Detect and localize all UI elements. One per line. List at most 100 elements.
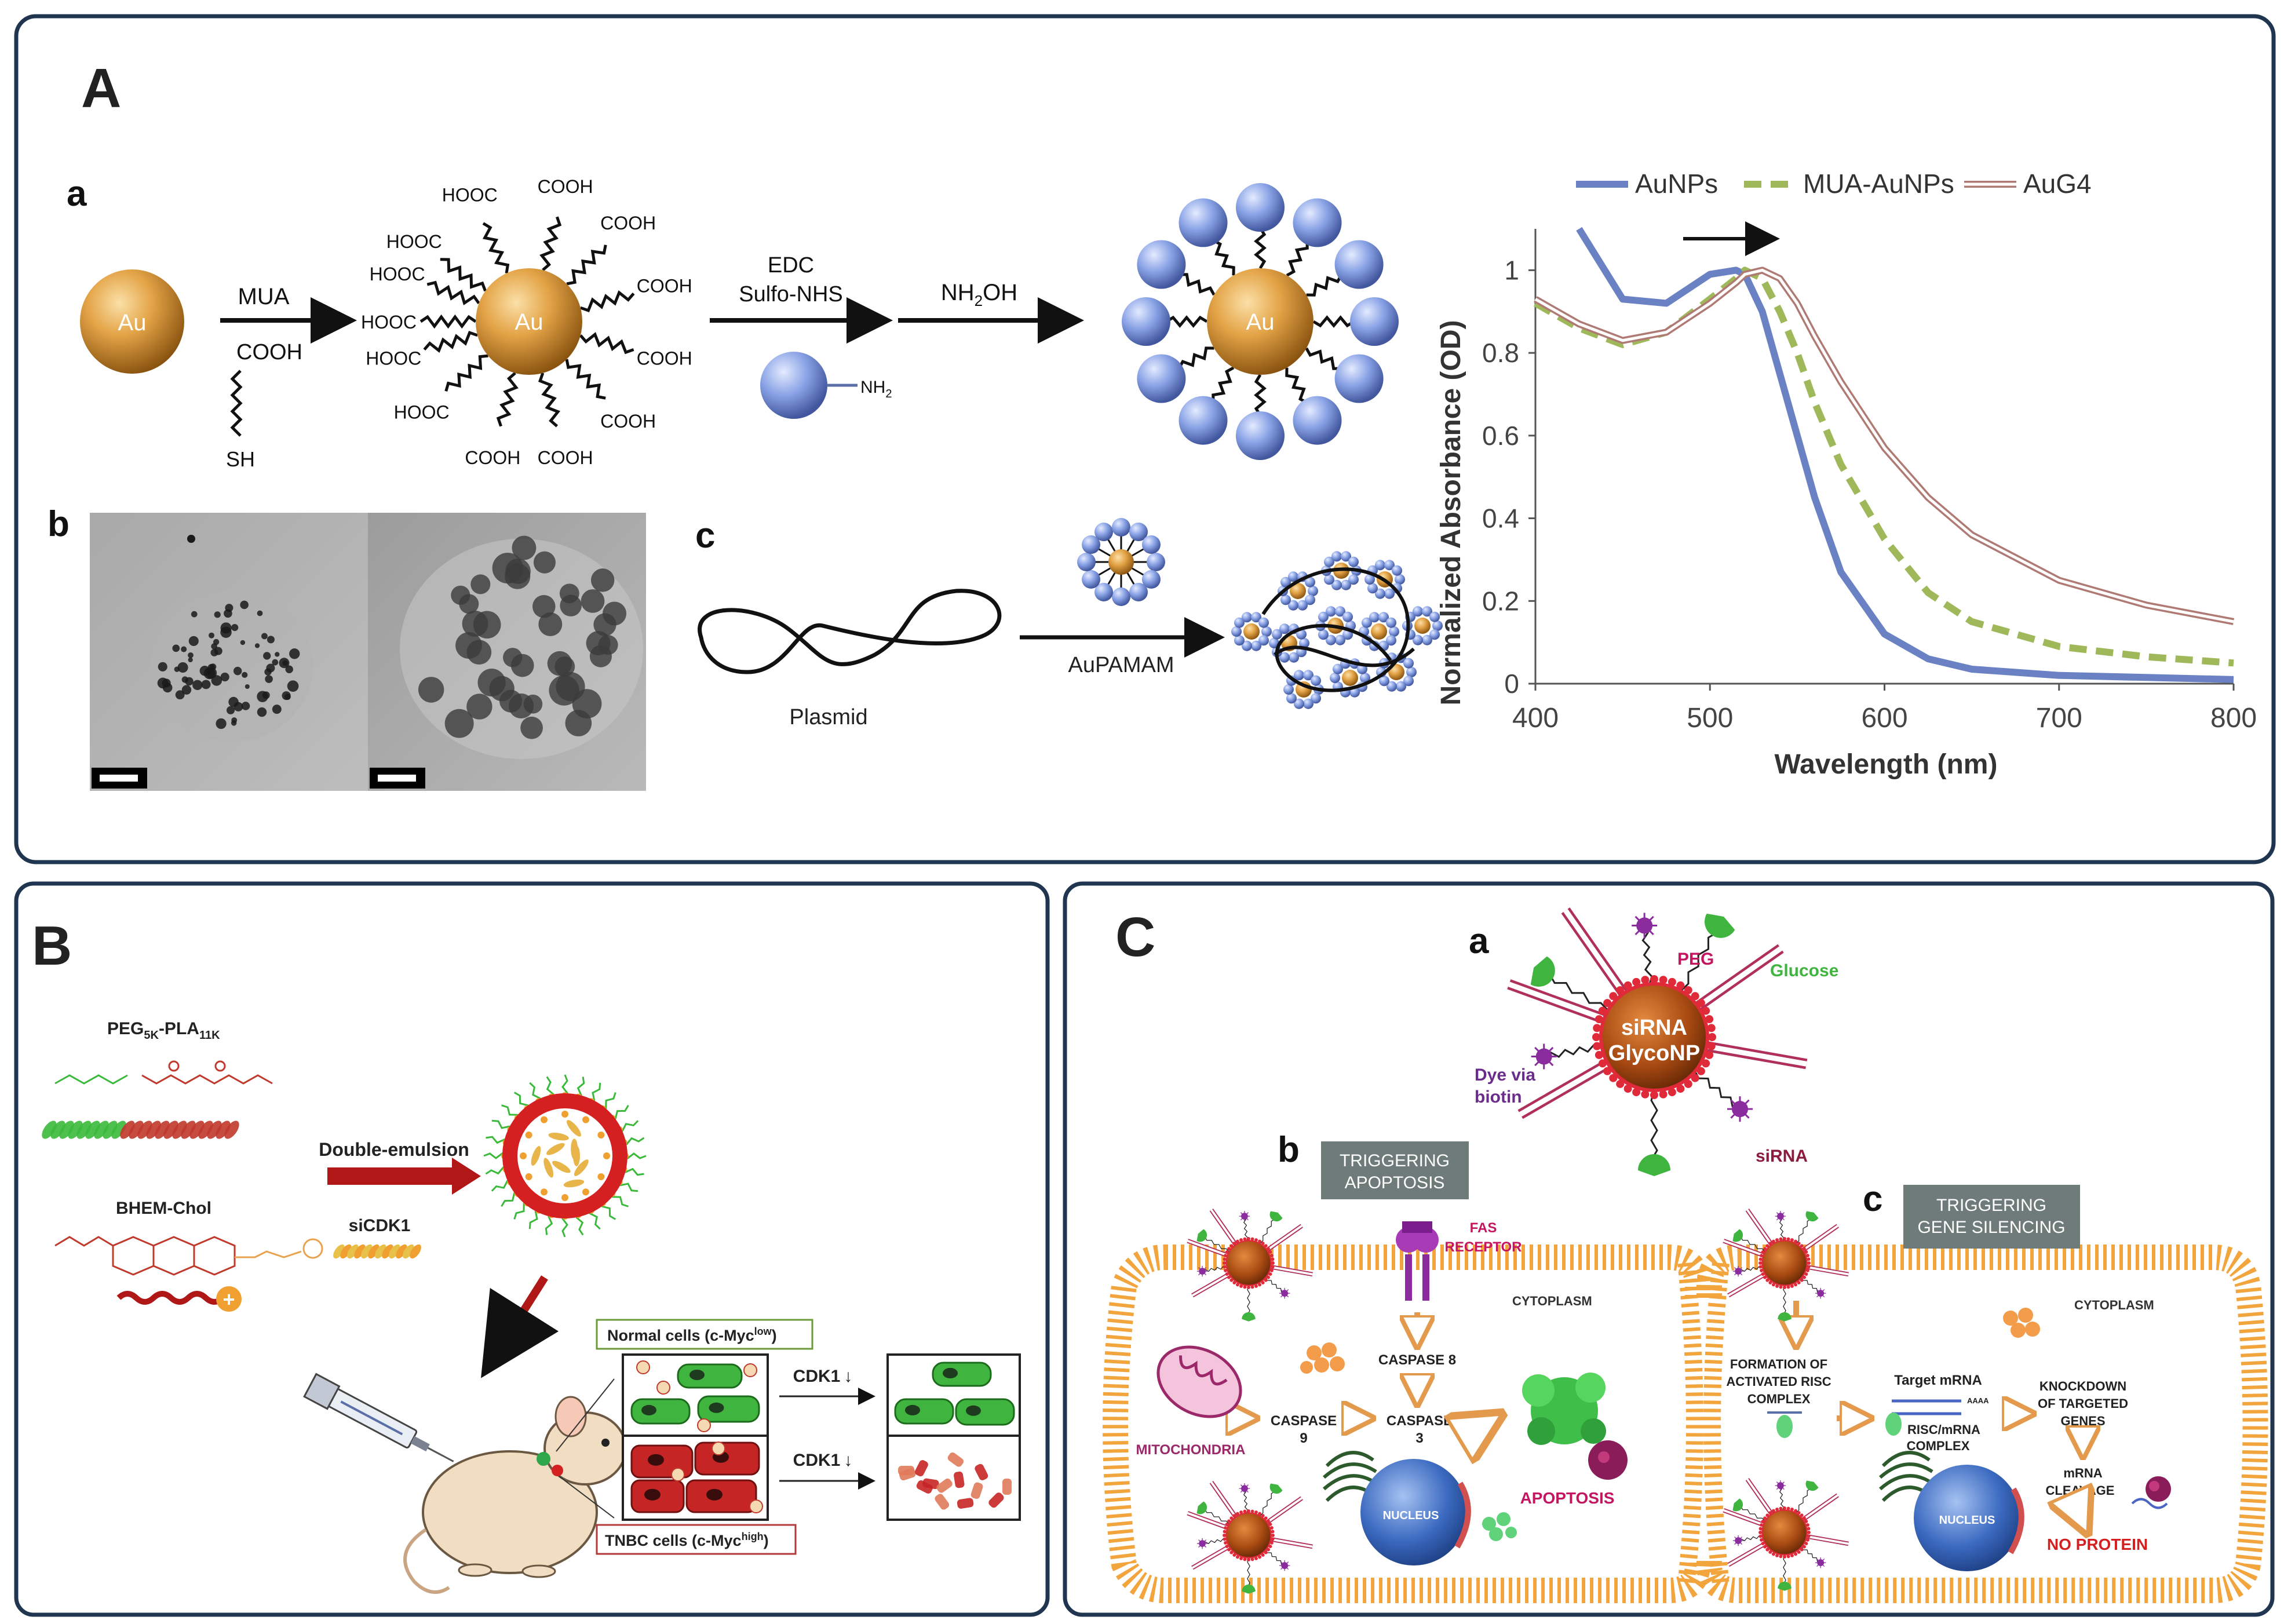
sub-panel-Cb-letter: b [1278,1130,1300,1170]
sub-panel-Cc-letter: c [1863,1179,1882,1219]
nh2oh-label: NH2OH [941,280,1017,309]
sub-panel-Ca-letter: a [1469,921,1489,961]
knockdown-label-1: KNOCKDOWN [2039,1379,2126,1393]
dendrimer-sphere [1122,297,1170,346]
series-mua-aunps [1534,267,2234,667]
carboxyl-label: HOOC [394,402,450,423]
bhem-chol-structure [54,1236,323,1276]
sub-panel-a-letter: a [67,174,87,214]
granule-cluster-left [1300,1342,1345,1374]
injection-arrow [481,1275,559,1378]
chart-y-label: Normalized Absorbance (OD) [1436,320,1466,706]
y-tick-label: 0 [1504,669,1519,699]
carboxyl-label: COOH [637,348,692,369]
fas-label-1: FAS [1470,1220,1497,1236]
glyconp-sirna-label: siRNA [1756,1147,1808,1166]
cytoplasm-label-left: CYTOPLASM [1512,1294,1592,1308]
cdk1-label-tnbc: CDK1↓ [793,1451,853,1470]
apoptosis-title-box [1321,1141,1469,1199]
y-tick-label: 0.6 [1482,421,1519,451]
mua-ligand [579,332,634,355]
panel-A-letter: A [81,57,121,119]
risc-label-2: ACTIVATED RISC [1726,1374,1831,1389]
caspase3-label-2: 3 [1415,1430,1423,1446]
risc-complex-icon [1767,1411,1802,1438]
x-tick-label: 800 [2210,703,2257,733]
normal-cells-cluster [630,1360,760,1432]
carboxyl-label: HOOC [370,264,425,284]
mua-ligand [539,216,562,272]
nucleus-left-icon [1360,1459,1471,1565]
sub-panel-b-letter: b [48,504,70,544]
glyconp-label-1: siRNA [1621,1016,1687,1040]
plasmid-label: Plasmid [789,705,867,729]
gene-silencing-title-1: TRIGGERING [1936,1196,2046,1215]
y-tick-label: 0.2 [1482,586,1519,616]
dendrimer-sphere [1137,354,1186,403]
carboxyl-label: HOOC [366,348,421,369]
tem-particles-small [157,535,300,729]
fas-receptor-icon [1396,1221,1439,1301]
au-label: Au [1246,309,1275,335]
risc-label-3: COMPLEX [1747,1392,1811,1406]
plasmid-loop [698,589,1002,674]
fas-label-2: RECEPTOR [1445,1239,1522,1255]
svg-text:+: + [222,1287,235,1311]
mua-ligand [496,371,519,427]
risc-mrna-label-1: RISC/mRNA [1907,1422,1980,1437]
double-emulsion-arrow [327,1158,481,1195]
caspase9-label-1: CASPASE [1271,1413,1337,1429]
panel-B-frame [14,881,1050,1617]
mua-ligand [419,314,477,329]
panel-B-letter: B [32,915,72,977]
panel-B: B PEG5K-PLA11K BHEM-Chol + Double-emulsi… [32,915,1021,1594]
glyconp-small [1723,1478,1849,1591]
apoptotic-cell-icon [1522,1373,1628,1480]
dendrimer-sphere [1293,198,1342,247]
tnbc-cells-label: TNBC cells (c-Mychigh) [605,1531,769,1549]
caspase9-label-2: 9 [1300,1430,1307,1446]
apoptosis-label: APOPTOSIS [1520,1489,1615,1507]
normal-cells-label-box [596,1319,813,1350]
carboxyl-label: HOOC [442,185,498,206]
peg-pla-label: PEG5K-PLA11K [107,1019,220,1042]
risc-mrna-label-2: COMPLEX [1907,1439,1970,1453]
y-tick-label: 1 [1504,255,1519,285]
plasmid-in-complex [1261,567,1415,692]
au-label: Au [118,310,147,335]
glyconp-label-2: GlycoNP [1608,1041,1700,1065]
sulfo-nhs-label: Sulfo-NHS [739,282,843,306]
normal-cells-after-cluster [894,1362,1015,1426]
mua-ligand [426,280,480,305]
mua-ligand [482,222,510,274]
glyconp-dye-label-2: biotin [1475,1087,1522,1107]
caspase3-label-1: CASPASE [1387,1413,1453,1429]
sub-panel-c-plasmid: c Plasmid AuPAMAM [695,516,1443,729]
nucleus-left-label: NUCLEUS [1383,1509,1439,1522]
granule-cluster-right [2003,1308,2040,1338]
glyconp-dye-label-1: Dye via [1475,1065,1535,1085]
apoptosis-title-1: TRIGGERING [1340,1151,1450,1170]
cleavage-label-1: mRNA [2063,1466,2102,1480]
absorbance-chart: AuNPs MUA-AuNPs AuG4 Normalized Absorban… [1436,169,2257,780]
dendrimer-sphere [1179,198,1228,247]
mua-sh-label: SH [226,447,255,471]
risc-mrna-icon [1885,1413,1902,1436]
apoptosis-title-2: APOPTOSIS [1345,1173,1445,1192]
aug4-conjugate: Au [1122,183,1399,460]
polymer-nanoparticle [483,1074,647,1238]
cytoplasm-label-right: CYTOPLASM [2074,1298,2154,1312]
cleavage-to-no-protein-arrow [2074,1503,2086,1530]
carboxyl-label: COOH [600,411,656,432]
tem-particles-large [418,535,627,739]
sicdk1-helix [333,1244,421,1259]
syringe-icon [303,1373,454,1462]
mua-ligand [566,244,607,286]
dendrimer-sphere [1293,396,1342,445]
carboxyl-label: COOH [538,176,593,197]
carboxyl-label: COOH [637,275,692,296]
carboxyl-label: COOH [465,447,520,468]
cationic-head [216,1286,242,1312]
